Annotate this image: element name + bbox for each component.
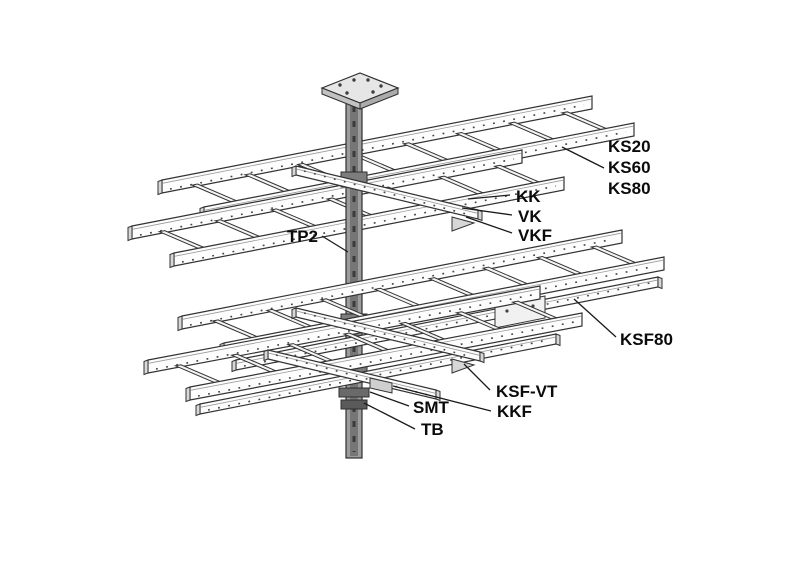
labels: KS20 KS60 KS80 KK VK VKF TP2 KSF80 KSF-V…	[287, 137, 673, 439]
label-ksf80: KSF80	[620, 330, 673, 349]
vk-bracket	[451, 216, 476, 232]
ksf-vt-bracket	[451, 358, 476, 374]
leader-tp2	[321, 235, 349, 253]
label-ks80: KS80	[608, 179, 651, 198]
label-tp2: TP2	[287, 227, 318, 246]
cantilever-arm-lower-rear	[291, 307, 485, 364]
leader-lines	[321, 146, 617, 430]
leader-vkf	[465, 216, 513, 234]
plate-side-right	[359, 87, 399, 110]
leader-kk	[467, 194, 511, 200]
label-vkf: VKF	[518, 226, 552, 245]
smt-clamp	[338, 387, 370, 398]
leader-ks-series	[561, 146, 605, 169]
label-smt: SMT	[413, 398, 450, 417]
kkf-clamp	[369, 377, 393, 394]
label-kk: KK	[516, 187, 541, 206]
label-kkf: KKF	[497, 402, 532, 421]
leader-tb	[363, 402, 416, 430]
tb-end-cap	[340, 399, 368, 410]
leader-vk	[461, 207, 513, 216]
cable-ladder-upper-rear	[157, 95, 635, 223]
label-ks60: KS60	[608, 158, 651, 177]
label-ksf-vt: KSF-VT	[496, 382, 558, 401]
leader-ksf-vt	[463, 363, 491, 391]
cantilever-arm-upper	[291, 165, 483, 222]
label-tb: TB	[421, 420, 444, 439]
pole-channel	[350, 102, 358, 456]
plate-holes	[338, 78, 383, 95]
leader-smt	[369, 391, 410, 407]
ceiling-plate	[320, 72, 400, 110]
cable-ladder-lower-front	[143, 285, 583, 403]
label-ks20: KS20	[608, 137, 651, 156]
label-vk: VK	[518, 207, 542, 226]
leader-ksf80	[573, 298, 617, 338]
leader-kkf	[392, 385, 492, 412]
